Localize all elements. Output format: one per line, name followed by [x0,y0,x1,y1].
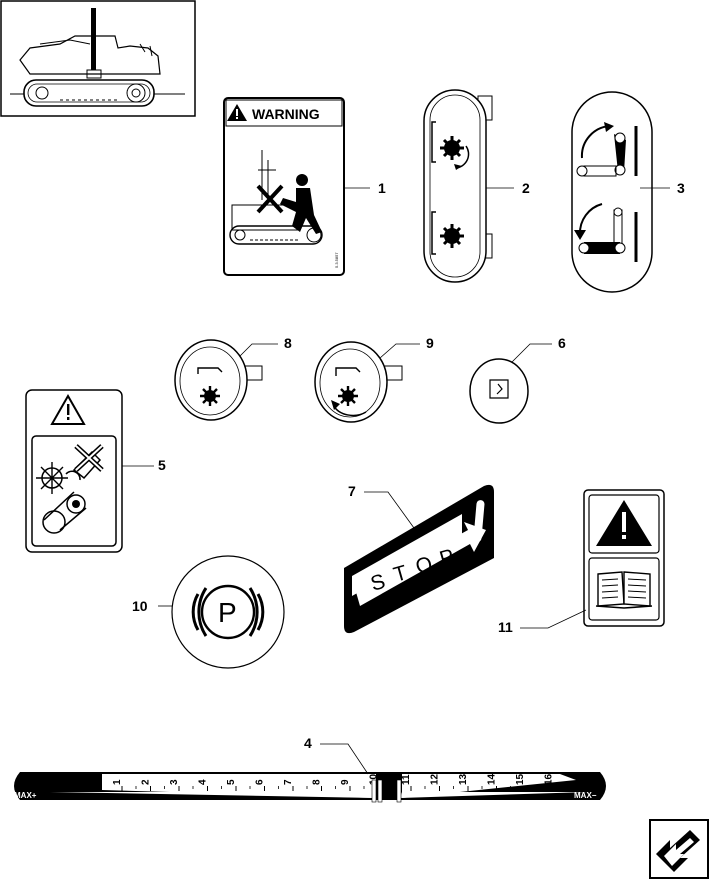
scale-tick-label: 6 [255,779,266,785]
callout-9: 9 [426,335,434,351]
scale-tick-label: 13 [458,773,469,785]
read-manual-decal [583,489,665,627]
scale-tick-label: 3 [169,779,180,785]
pto-button-knob [174,339,263,421]
callout-10: 10 [132,598,148,614]
warning-triangle-icon [50,393,86,425]
pto-rotation-button-knob [314,341,403,423]
stop-letter-t: T [391,561,410,587]
scale-tick-label: 5 [226,779,237,785]
max-minus-label: MAX− [574,791,597,800]
parking-brake-icon: P [191,584,265,640]
warning-triangle-icon [227,104,247,121]
prohibition-x-icon [74,444,104,472]
lever-down-icon [574,203,626,254]
warning-title: WARNING [252,106,320,122]
nav-arrow-icon[interactable] [649,819,709,879]
lever-icon [576,122,626,177]
scale-tick-label: 7 [283,779,294,785]
callout-11: 11 [498,619,513,635]
parking-brake-decal: P [171,555,285,669]
callout-7: 7 [348,483,356,499]
pto-hazard-decal [25,389,123,553]
entanglement-hazard-icon [36,450,102,534]
scale-tick-label: 2 [141,779,152,785]
scale-tick-label: 16 [544,773,555,785]
scale-tick-label: 10 [369,773,380,785]
callout-6: 6 [558,335,566,351]
scale-tick-label: 9 [340,779,351,785]
stop-decal: S T O P [344,484,494,634]
person-silhouette-icon [280,174,322,234]
tractor-thumbnail-icon [0,0,196,117]
max-plus-label: MAX+ [14,791,37,800]
warning-code: 5.3.5857 [334,252,339,268]
pto-rotation-icon [431,121,470,170]
pto-rotation-icon [331,367,367,417]
warning-triangle-icon [596,500,652,546]
leader-lines [122,187,670,775]
scale-tick-label: 12 [430,773,441,785]
callout-8: 8 [284,335,292,351]
parking-letter: P [218,597,237,628]
callout-numbers: 1 2 3 8 9 6 5 7 10 11 4 [132,180,685,751]
scale-tick-label: 14 [487,773,498,785]
lever-decal [571,91,653,293]
callout-3: 3 [677,180,685,196]
callout-1: 1 [378,180,386,196]
round-plug [469,358,529,424]
scale-tick-label: 15 [515,773,526,785]
stop-letter-o: O [413,552,435,579]
stop-letter-s: S [368,570,388,596]
scale-tick-label: 8 [312,779,323,785]
warning-decal: WARNING 5.3.5857 [223,97,345,276]
scale-tick-label: 11 [401,774,412,785]
stop-letter-p: P [437,545,457,571]
callout-5: 5 [158,457,166,473]
scale-tick-label: 4 [198,779,209,785]
callout-2: 2 [522,180,530,196]
prohibition-x-icon [256,184,284,214]
pto-gear-icon [197,367,223,406]
callout-4: 4 [304,735,312,751]
pto-off-icon [431,211,464,255]
scale-tick-label: 1 [112,779,123,785]
pto-switch-plate [423,89,493,283]
manual-book-icon [595,571,653,609]
